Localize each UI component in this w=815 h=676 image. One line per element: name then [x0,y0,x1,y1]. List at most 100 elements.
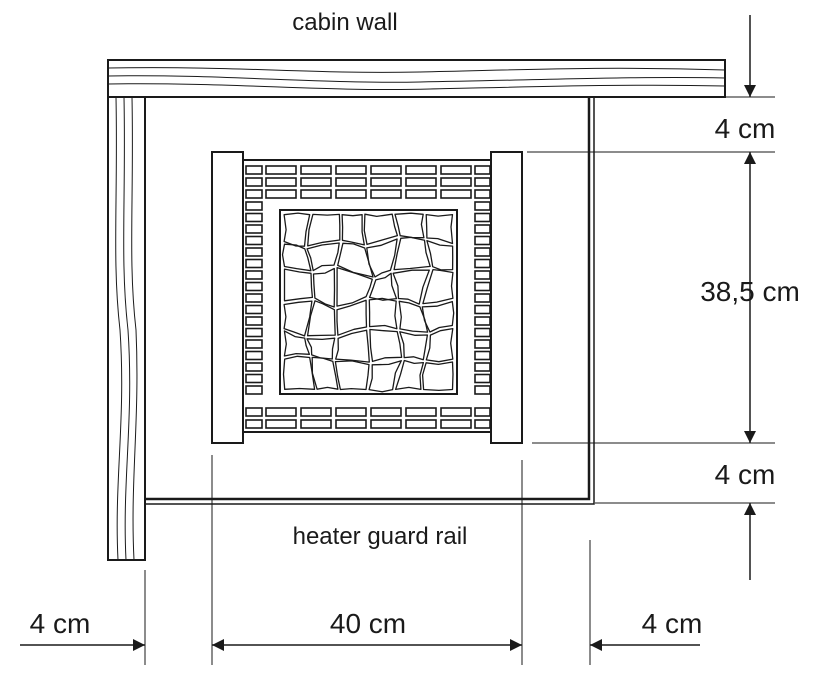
grille-slot [245,362,263,372]
grille-slot [440,419,472,429]
stone [306,242,340,272]
stone [335,329,370,363]
grille-slot [474,235,491,246]
grille-slot [245,407,263,417]
grille-slot [474,281,491,292]
sauna-stones [281,212,455,393]
grille-slot [300,189,332,199]
grille-slot [474,350,491,361]
grille-slot [474,339,491,349]
stone [398,300,429,333]
guard-rail-label: heater guard rail [293,523,468,550]
grille-slot [335,177,367,187]
grille-slot [370,407,402,417]
right-dimensions [527,15,775,580]
heater-guard-rail [145,97,595,505]
grille-slot [440,407,472,417]
grille-slot [245,189,263,199]
stone [393,236,431,271]
stone [336,299,368,336]
stone [368,360,402,393]
grille-slot [474,247,491,257]
grille-slot [245,385,263,395]
grille-slot [335,407,367,417]
stone-compartment [279,209,458,395]
grille-slot [245,212,263,223]
grille-slot [335,165,367,175]
grille-slot [245,201,263,211]
grille-slot [245,327,263,338]
grille-slot [300,419,332,429]
stone [368,272,398,301]
grille-slot [370,177,402,187]
grille-slot [300,165,332,175]
stone [421,361,454,392]
grille-slot [474,407,491,417]
stone [426,239,454,271]
grille-slot [474,224,491,234]
stone [306,300,336,337]
stone [336,266,373,307]
grille-slot [440,189,472,199]
grille-slot [265,189,297,199]
stone [394,359,425,391]
grille-slot [245,165,263,175]
stone [337,242,374,278]
grille-slot [245,350,263,361]
grille-slot [245,270,263,280]
grille-slot [474,373,491,384]
grille-slot [440,165,472,175]
grille-slot [245,281,263,292]
grille-slot [474,201,491,211]
stone [363,213,399,246]
grille-slot [265,419,297,429]
grille-slot [474,327,491,338]
heater-grille [245,165,491,429]
stone [341,214,365,246]
stone [399,331,429,361]
grille-slot [474,419,491,429]
grille-slot [474,189,491,199]
heater-right-post [490,151,523,444]
grille-slot [405,177,437,187]
grille-slot [265,407,297,417]
stone [311,356,339,390]
left-gap-label: 4 cm [30,608,91,639]
cabin-wall-top [107,59,726,98]
grille-slot [245,258,263,269]
bottom-dimensions [20,455,700,665]
grille-slot [474,270,491,280]
grille-slot [405,165,437,175]
grille-slot [405,407,437,417]
grille-slot [474,316,491,326]
grille-slot [474,177,491,187]
grille-slot [474,304,491,315]
grille-slot [335,189,367,199]
stone [368,297,398,330]
grille-slot [405,189,437,199]
stone [283,330,311,357]
sauna-heater [211,151,523,444]
grille-slot [474,165,491,175]
grille-slot [474,362,491,372]
grille-slot [245,316,263,326]
grille-slot [335,419,367,429]
grille-slot [300,407,332,417]
grille-slot [370,419,402,429]
grille-slot [245,419,263,429]
grille-slot [245,177,263,187]
grille-slot [440,177,472,187]
bottom-gap-label: 4 cm [715,459,776,490]
stone [394,212,425,239]
grille-slot [370,165,402,175]
cabin-wall-label: cabin wall [292,9,397,36]
grille-slot [245,293,263,303]
stone [281,243,312,272]
heater-depth-label: 38,5 cm [700,276,800,307]
heater-width-label: 40 cm [330,608,406,639]
grille-slot [405,419,437,429]
stone [306,337,336,360]
grille-slot [265,165,297,175]
grille-slot [245,339,263,349]
